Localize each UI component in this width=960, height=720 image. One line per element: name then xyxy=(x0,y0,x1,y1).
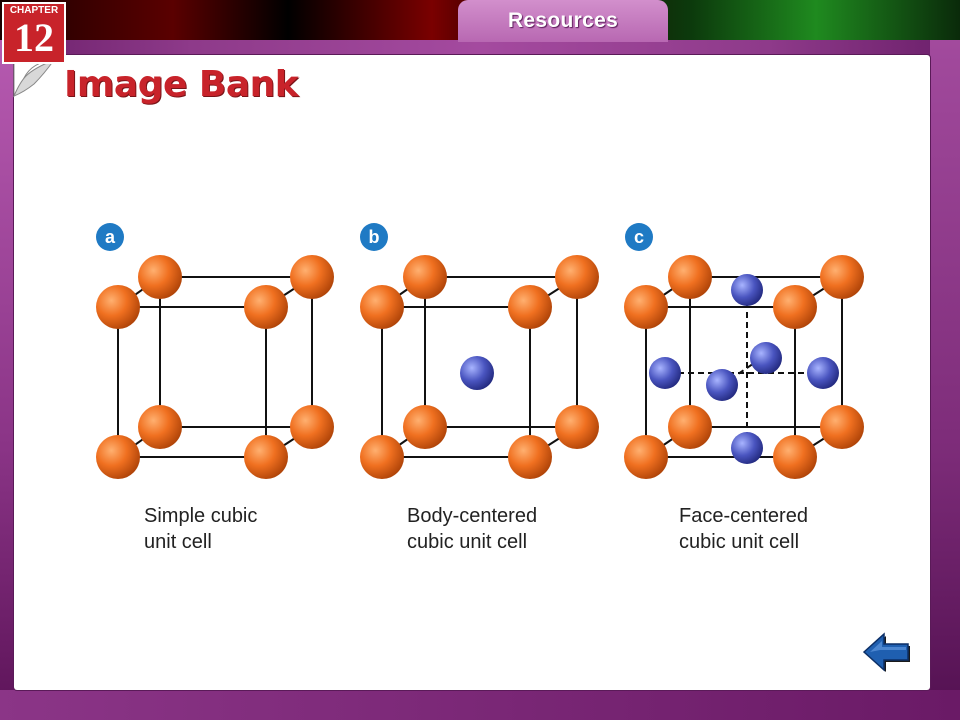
label-b: b xyxy=(369,227,380,247)
caption-b-line1: Body-centered xyxy=(407,505,538,527)
face-centered-cell xyxy=(624,255,864,479)
caption-a-line2: unit cell xyxy=(144,531,212,553)
label-a-badge: a xyxy=(96,223,124,251)
resources-tab[interactable]: Resources xyxy=(458,0,668,42)
right-border xyxy=(930,40,960,720)
caption-simple-cubic: Simple cubic unit cell xyxy=(144,503,257,555)
chapter-number: 12 xyxy=(14,15,54,60)
label-b-badge: b xyxy=(360,223,388,251)
unit-cell-diagram: a b xyxy=(96,223,864,479)
back-arrow-icon[interactable] xyxy=(862,630,914,678)
label-c: c xyxy=(634,227,644,247)
caption-face-centered: Face-centered cubic unit cell xyxy=(679,503,808,555)
caption-b-line2: cubic unit cell xyxy=(407,531,528,553)
caption-c-line1: Face-centered xyxy=(679,505,808,527)
body-center-atom xyxy=(460,356,494,390)
label-a: a xyxy=(105,227,116,247)
caption-body-centered: Body-centered cubic unit cell xyxy=(407,503,537,555)
bottom-border xyxy=(0,690,960,720)
resources-tab-label: Resources xyxy=(507,9,619,32)
caption-c-line2: cubic unit cell xyxy=(679,531,800,553)
label-c-badge: c xyxy=(625,223,653,251)
body-centered-cell xyxy=(360,255,599,479)
chapter-badge[interactable]: CHAPTER 12 xyxy=(2,2,66,64)
page-title: Image Bank xyxy=(64,64,299,105)
chapter-label: CHAPTER xyxy=(9,5,59,16)
caption-a-line1: Simple cubic xyxy=(144,505,258,527)
simple-cubic-cell xyxy=(96,255,334,479)
left-border xyxy=(0,40,14,720)
